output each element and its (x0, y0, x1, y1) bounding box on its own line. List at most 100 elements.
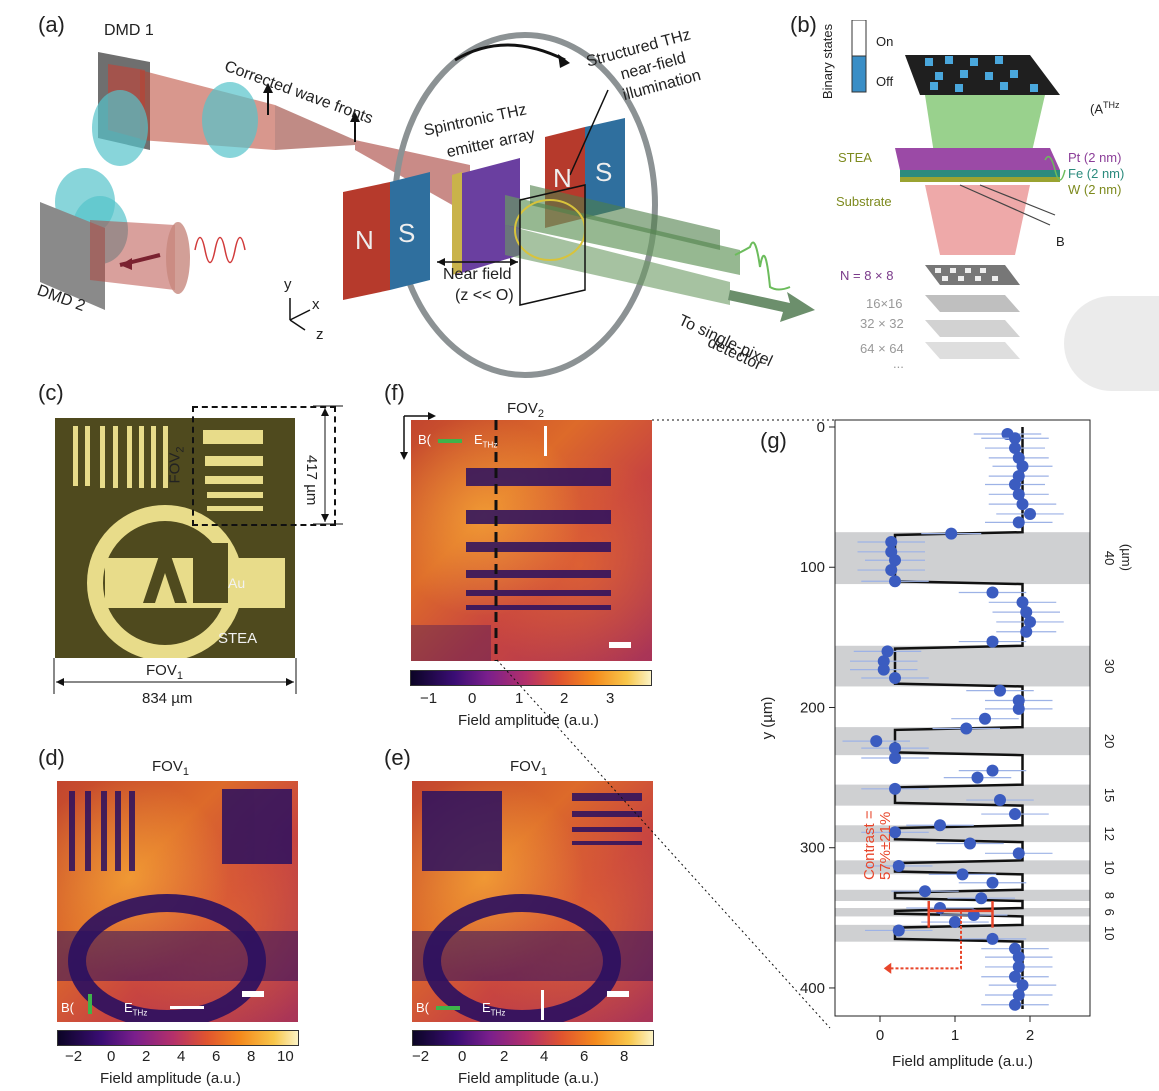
fe-label: Fe (2 nm) (1068, 166, 1125, 181)
substrate-label: Substrate (836, 194, 892, 209)
panel-e-ticks: −2 0 2 4 6 8 (412, 1048, 629, 1065)
data-point (889, 672, 901, 685)
y-axis-label: y (µm) (759, 697, 776, 740)
off-label: Off (876, 74, 894, 89)
data-point (1012, 702, 1025, 715)
panel-e-b-arrow (436, 1006, 460, 1010)
n64-label: 64 × 64 (860, 341, 904, 356)
pt-label: Pt (2 nm) (1068, 150, 1122, 165)
fov1-dimension (53, 658, 297, 694)
panel-b-illustration (851, 20, 1066, 359)
data-point (1016, 460, 1029, 473)
watermark-shape (1064, 296, 1159, 391)
n8-label: N = 8 × 8 (840, 268, 894, 283)
data-point (1012, 951, 1025, 964)
data-point (945, 527, 958, 540)
data-point (986, 876, 999, 889)
plot-frame (834, 419, 1091, 1017)
stripe-label: 10 (1102, 860, 1117, 874)
x-tick-label: 2 (1026, 1027, 1034, 1044)
magnet-n-right: N (553, 163, 572, 193)
au-label: Au (228, 575, 246, 591)
data-point (892, 924, 905, 937)
data-point (1009, 478, 1021, 491)
stripe-label: 30 (1102, 659, 1117, 673)
athz-label: (ATHz (1090, 100, 1120, 117)
panel-f-heatmap (411, 420, 652, 661)
data-point (1016, 498, 1029, 511)
stea-c-label: STEA (218, 630, 258, 647)
data-point (1009, 808, 1021, 821)
w-label: W (2 nm) (1068, 182, 1122, 197)
data-point (889, 575, 901, 588)
fov1-label: FOV1 (146, 662, 183, 682)
panel-g-label: (g) (760, 428, 787, 453)
panel-a-label: (a) (38, 12, 65, 37)
data-point (934, 819, 946, 832)
ellipsis-label: ... (893, 356, 904, 371)
y-tick-label: 400 (800, 980, 825, 997)
data-point (1012, 694, 1025, 707)
stripe-band (835, 784, 1090, 806)
stripe-band (835, 532, 1090, 585)
data-point (1012, 516, 1025, 529)
stripe-label: 40 (1102, 551, 1117, 565)
contrast-arrowhead (883, 962, 892, 974)
contrast-label: Contrast = 57%±21% (861, 810, 894, 880)
data-point (986, 635, 999, 648)
near-field-label-2: (z << O) (455, 287, 514, 304)
fov2-dimension (313, 405, 343, 525)
data-point (994, 794, 1006, 807)
panel-c-micrograph (55, 418, 295, 658)
panel-f-axes-icon (400, 412, 436, 460)
stripe-band (835, 908, 1090, 917)
stripe-label: 10 (1102, 926, 1117, 940)
data-point (1012, 988, 1025, 1001)
data-point (986, 586, 999, 599)
data-point (885, 536, 898, 549)
n16-label: 16×16 (866, 296, 903, 311)
panel-f-label: (f) (384, 380, 405, 405)
panel-e-title: FOV1 (510, 758, 547, 778)
data-point (1024, 615, 1036, 628)
panel-d-ticks: −2 0 2 4 6 8 10 (65, 1048, 294, 1065)
panel-e-colorbar (412, 1030, 654, 1046)
panel-c-label: (c) (38, 380, 64, 405)
panel-d-title: FOV1 (152, 758, 189, 778)
data-point (964, 837, 976, 850)
dmd1-label: DMD 1 (104, 22, 154, 39)
panel-d-b-arrow (88, 994, 92, 1014)
panel-d-colorbar (57, 1030, 299, 1046)
data-point (881, 645, 894, 658)
contrast-pointer (887, 910, 962, 970)
data-point (889, 742, 901, 755)
data-point (1012, 960, 1025, 973)
stripe-label: 12 (1102, 826, 1117, 840)
panel-d-label: (d) (38, 745, 65, 770)
b-field-label: B (1056, 234, 1065, 249)
data-point (956, 868, 969, 881)
axis-y-label: y (284, 276, 292, 293)
n32-label: 32 × 32 (860, 316, 904, 331)
stea-label: STEA (838, 150, 872, 165)
fov2-box (192, 406, 336, 526)
data-point (877, 663, 890, 676)
axis-z-label: z (316, 326, 324, 343)
data-point (1009, 442, 1021, 455)
x-tick-label: 1 (951, 1027, 959, 1044)
data-point (877, 655, 890, 668)
data-point (1012, 847, 1025, 860)
panel-d-cbar-label: Field amplitude (a.u.) (100, 1070, 241, 1087)
stripe-label: 15 (1102, 788, 1117, 802)
panel-f-colorbar (410, 670, 652, 686)
data-point (1012, 488, 1025, 501)
data-point (889, 751, 901, 764)
data-point (1009, 432, 1021, 445)
magnet-n-left: N (355, 225, 374, 255)
panel-f-ticks: −1 0 1 2 3 (420, 690, 615, 707)
data-point (1024, 507, 1036, 520)
x-axis-label: Field amplitude (a.u.) (892, 1053, 1033, 1070)
stripe-unit-label: (µm) (1119, 544, 1134, 571)
panel-e-e-arrow (541, 990, 544, 1020)
